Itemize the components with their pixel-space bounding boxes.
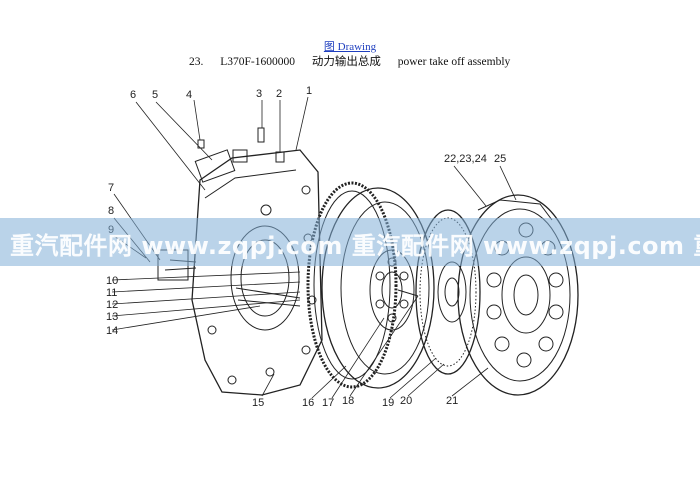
callout-3: 3 xyxy=(256,88,262,100)
callout-11: 11 xyxy=(106,287,117,299)
caption-title-cn: 动力输出总成 xyxy=(311,56,381,68)
caption-index: 23. xyxy=(189,56,204,68)
callout-17: 17 xyxy=(322,397,334,409)
caption-title-en: power take off assembly xyxy=(397,56,511,68)
callout-14: 14 xyxy=(106,325,118,337)
callout-20: 20 xyxy=(400,395,412,407)
pressure-plate-cover xyxy=(457,194,579,396)
callout-4: 4 xyxy=(186,89,192,101)
figure-caption: 23. L370F-1600000 动力输出总成 power take off … xyxy=(189,53,510,69)
callout-16: 16 xyxy=(302,397,314,409)
callout-18: 18 xyxy=(342,395,354,407)
caption-part-code: L370F-1600000 xyxy=(220,56,295,68)
callout-6: 6 xyxy=(130,89,136,101)
flywheel xyxy=(321,187,435,389)
callout-1: 1 xyxy=(306,85,312,97)
callout-19: 19 xyxy=(382,397,394,409)
watermark-band xyxy=(0,218,700,266)
callout-21: 21 xyxy=(446,395,458,407)
callout-8: 8 xyxy=(108,205,114,217)
callout-10: 10 xyxy=(106,275,118,287)
callout-22-23-24: 22,23,24 xyxy=(444,153,487,165)
callout-15: 15 xyxy=(252,397,264,409)
callout-2: 2 xyxy=(276,88,282,100)
callout-12: 12 xyxy=(106,299,118,311)
callout-numbers: 6 5 4 3 2 1 7 8 9 10 11 12 13 14 15 16 1… xyxy=(106,85,506,409)
flywheel-ring-gear xyxy=(306,181,398,389)
callout-13: 13 xyxy=(106,311,118,323)
watermark-text: 重汽配件网 www.zqpj.com 重汽配件网 www.zqpj.com 重 xyxy=(10,232,700,260)
callout-25: 25 xyxy=(494,153,506,165)
callout-5: 5 xyxy=(152,89,158,101)
drawing-link[interactable]: 图 Drawing xyxy=(323,41,377,53)
callout-7: 7 xyxy=(108,182,114,194)
